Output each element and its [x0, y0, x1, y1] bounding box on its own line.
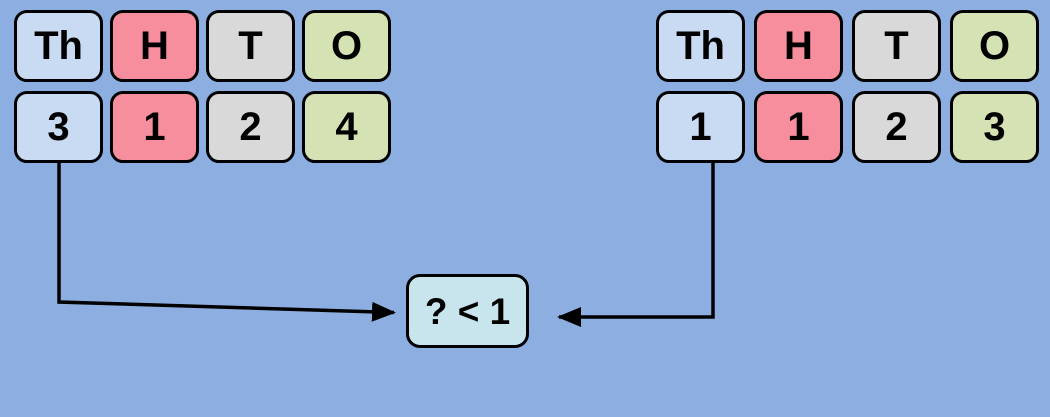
right-digit-thousands-card: 1 — [656, 91, 745, 163]
right-digit-hundreds-card: 1 — [754, 91, 843, 163]
right-header-ones-card: O — [950, 10, 1039, 82]
right-digit-tens-card: 2 — [852, 91, 941, 163]
left-digit-tens-card: 2 — [206, 91, 295, 163]
left-header-ones-card: O — [302, 10, 391, 82]
right-number-group: Th H T O 1 1 2 3 — [656, 10, 1039, 163]
right-digit-row: 1 1 2 3 — [656, 91, 1039, 163]
right-header-thousands-card: Th — [656, 10, 745, 82]
left-header-hundreds-card: H — [110, 10, 199, 82]
left-digit-thousands-card: 3 — [14, 91, 103, 163]
right-digit-ones-card: 3 — [950, 91, 1039, 163]
left-header-tens-card: T — [206, 10, 295, 82]
right-thousands-arrow — [557, 162, 715, 327]
left-thousands-arrow — [57, 162, 396, 322]
left-header-row: Th H T O — [14, 10, 391, 82]
right-header-hundreds-card: H — [754, 10, 843, 82]
left-digit-row: 3 1 2 4 — [14, 91, 391, 163]
left-number-group: Th H T O 3 1 2 4 — [14, 10, 391, 163]
comparison-box: ? < 1 — [406, 274, 529, 348]
left-digit-ones-card: 4 — [302, 91, 391, 163]
left-digit-hundreds-card: 1 — [110, 91, 199, 163]
left-header-thousands-card: Th — [14, 10, 103, 82]
right-header-tens-card: T — [852, 10, 941, 82]
right-header-row: Th H T O — [656, 10, 1039, 82]
